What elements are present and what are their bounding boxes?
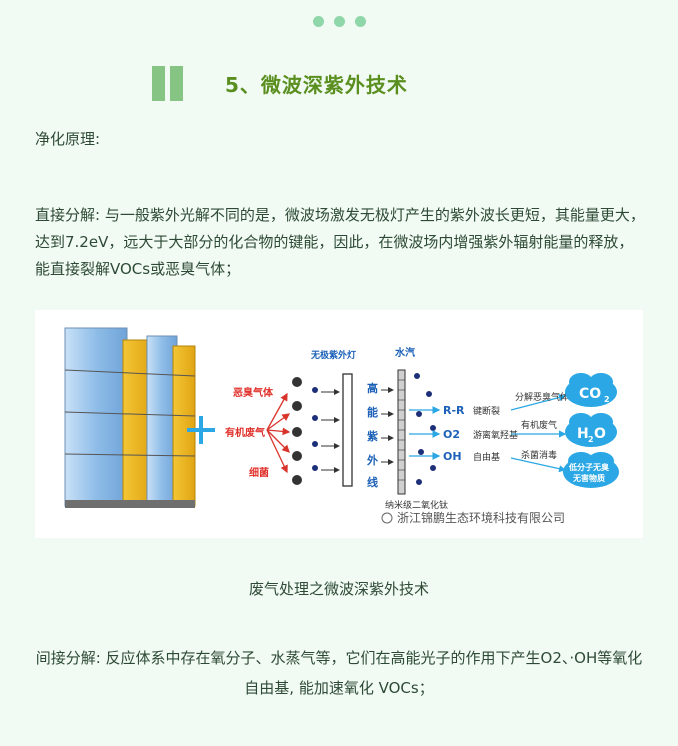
watermark: 浙江锦鹏生态环境科技有限公司 (381, 510, 565, 525)
input-label: 恶臭气体 (233, 386, 274, 399)
uv-char: 外 (366, 453, 378, 467)
uv-arrows (381, 387, 394, 465)
product-text: 低分子无臭 (568, 462, 609, 472)
uv-char: 线 (367, 475, 378, 489)
figure-caption: 废气处理之微波深紫外技术 (248, 580, 429, 598)
radical-symbol: R-R (443, 404, 465, 417)
vapor-molecules (414, 373, 436, 485)
flow-arrows (321, 389, 340, 473)
section-heading: 5、微波深紫外技术 (152, 66, 408, 101)
effect-label: 有机废气 (521, 419, 557, 431)
catalyst-mesh (397, 369, 406, 495)
radical-symbol: O2 (443, 428, 460, 441)
process-diagram: 恶臭气体 有机废气 细菌 (35, 310, 643, 538)
radical-desc: 键断裂 (473, 405, 500, 417)
lamp-label: 无极紫外灯 (310, 349, 356, 361)
uv-char: 高 (367, 381, 378, 395)
principle-label: 净化原理: (35, 130, 101, 148)
pollutant-particles (292, 377, 318, 485)
effect-label: 分解恶臭气体 (515, 391, 569, 403)
heading-bars-icon (152, 66, 183, 101)
radical-arrows (409, 406, 441, 460)
product-cloud-co2: CO 2 (565, 373, 617, 407)
radical-desc: 自由基 (473, 451, 500, 463)
catalyst-label: 纳米级二氧化钛 (385, 499, 448, 511)
purifier-equipment-illustration (64, 327, 196, 508)
input-label: 有机废气 (225, 426, 265, 439)
input-label: 细菌 (249, 466, 269, 479)
effect-label: 杀菌消毒 (521, 449, 557, 461)
plus-icon (187, 416, 215, 444)
product-text: CO (579, 386, 601, 402)
input-arrows (266, 392, 291, 474)
direct-decomposition-paragraph: 直接分解: 与一般紫外光解不同的是，微波场激发无极灯产生的紫外波长更短，其能量更… (35, 206, 645, 278)
decor-dot (312, 16, 324, 27)
product-subscript: 2 (604, 395, 610, 404)
radical-desc: 游离氧羟基 (473, 429, 518, 441)
process-diagram-svg: 恶臭气体 有机废气 细菌 (64, 327, 619, 525)
watermark-text: 浙江锦鹏生态环境科技有限公司 (397, 510, 565, 525)
product-cloud-harmless: 低分子无臭 无害物质 (563, 452, 619, 488)
product-cloud-h2o: H 2 O (565, 413, 617, 447)
section-title: 5、微波深紫外技术 (225, 73, 408, 97)
decor-dot (354, 16, 366, 27)
decor-dots (0, 16, 678, 27)
radical-symbol: OH (443, 450, 462, 463)
product-text: O (594, 426, 606, 442)
uv-char: 能 (367, 405, 378, 419)
product-text: H (577, 426, 589, 442)
product-text: 无害物质 (572, 473, 605, 483)
uv-char: 紫 (367, 429, 378, 443)
uv-lamp-tube (342, 373, 353, 487)
vapor-label: 水汽 (394, 346, 415, 359)
product-subscript: 2 (588, 435, 594, 444)
indirect-decomposition-paragraph: 间接分解: 反应体系中存在氧分子、水蒸气等，它们在高能光子的作用下产生O2、·O… (35, 649, 643, 697)
effect-arrows (510, 394, 567, 473)
decor-dot (333, 16, 345, 27)
